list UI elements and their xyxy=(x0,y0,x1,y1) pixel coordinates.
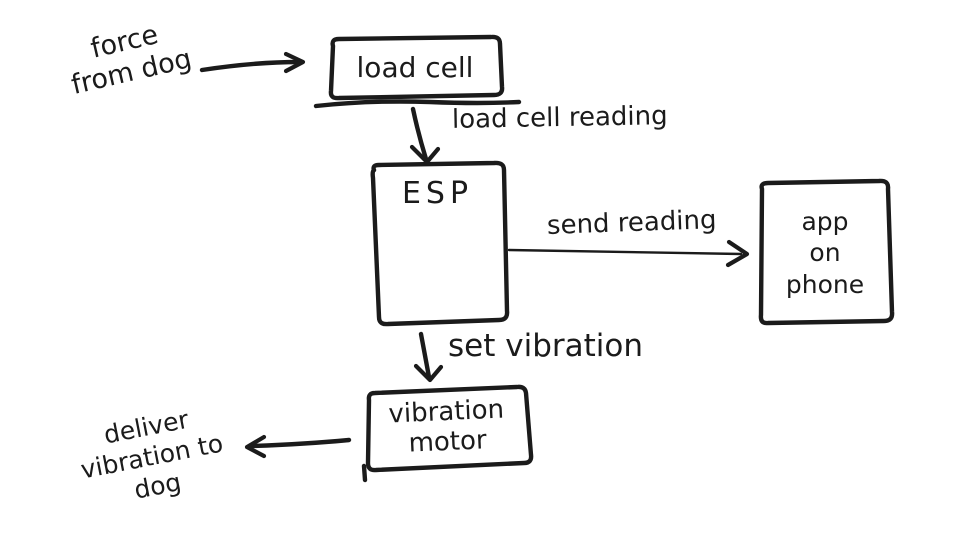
edge-label-load-cell-reading: load cell reading xyxy=(451,101,668,135)
box-esp xyxy=(370,160,510,327)
node-load-cell: load cell xyxy=(327,39,503,97)
node-app-on-phone: app on phone xyxy=(759,185,891,321)
box-app-on-phone xyxy=(758,178,895,326)
box-load-cell-underline xyxy=(313,99,522,109)
node-app-line1: app xyxy=(801,207,849,237)
arrow-load-cell-to-esp-head xyxy=(409,144,441,165)
box-load-cell xyxy=(328,34,505,101)
node-load-cell-label: load cell xyxy=(356,50,474,84)
arrow-esp-to-vibration-motor-shaft xyxy=(418,331,432,380)
arrow-load-cell-to-esp xyxy=(409,106,441,165)
edge-label-send-reading: send reading xyxy=(546,205,717,241)
arrow-vibration-motor-to-dog xyxy=(244,434,352,459)
arrow-load-cell-to-esp-shaft xyxy=(410,106,429,162)
arrow-force-to-load-cell xyxy=(199,51,306,74)
arrow-esp-to-app-head xyxy=(725,239,750,268)
arrow-vibration-motor-to-dog-shaft xyxy=(249,437,352,449)
node-vibration-motor: vibration motor xyxy=(360,384,533,471)
arrow-force-to-load-cell-head xyxy=(283,51,306,74)
arrow-esp-to-vibration-motor xyxy=(413,331,444,383)
arrow-vibration-motor-to-dog-head xyxy=(244,434,267,459)
arrow-force-to-load-cell-shaft xyxy=(199,59,302,73)
edge-label-set-vibration: set vibration xyxy=(448,328,643,364)
arrow-esp-to-app xyxy=(507,239,750,268)
node-vibration-motor-line2: motor xyxy=(407,425,488,459)
node-app-line2: on xyxy=(809,238,841,268)
node-app-line3: phone xyxy=(785,269,865,299)
arrow-esp-to-vibration-motor-head xyxy=(413,363,444,383)
box-vibration-motor-tick xyxy=(361,463,368,483)
node-vibration-motor-line1: vibration xyxy=(387,394,505,430)
node-esp: ESP xyxy=(401,176,474,211)
box-vibration-motor xyxy=(365,384,534,473)
arrow-esp-to-app-shaft xyxy=(507,248,743,256)
